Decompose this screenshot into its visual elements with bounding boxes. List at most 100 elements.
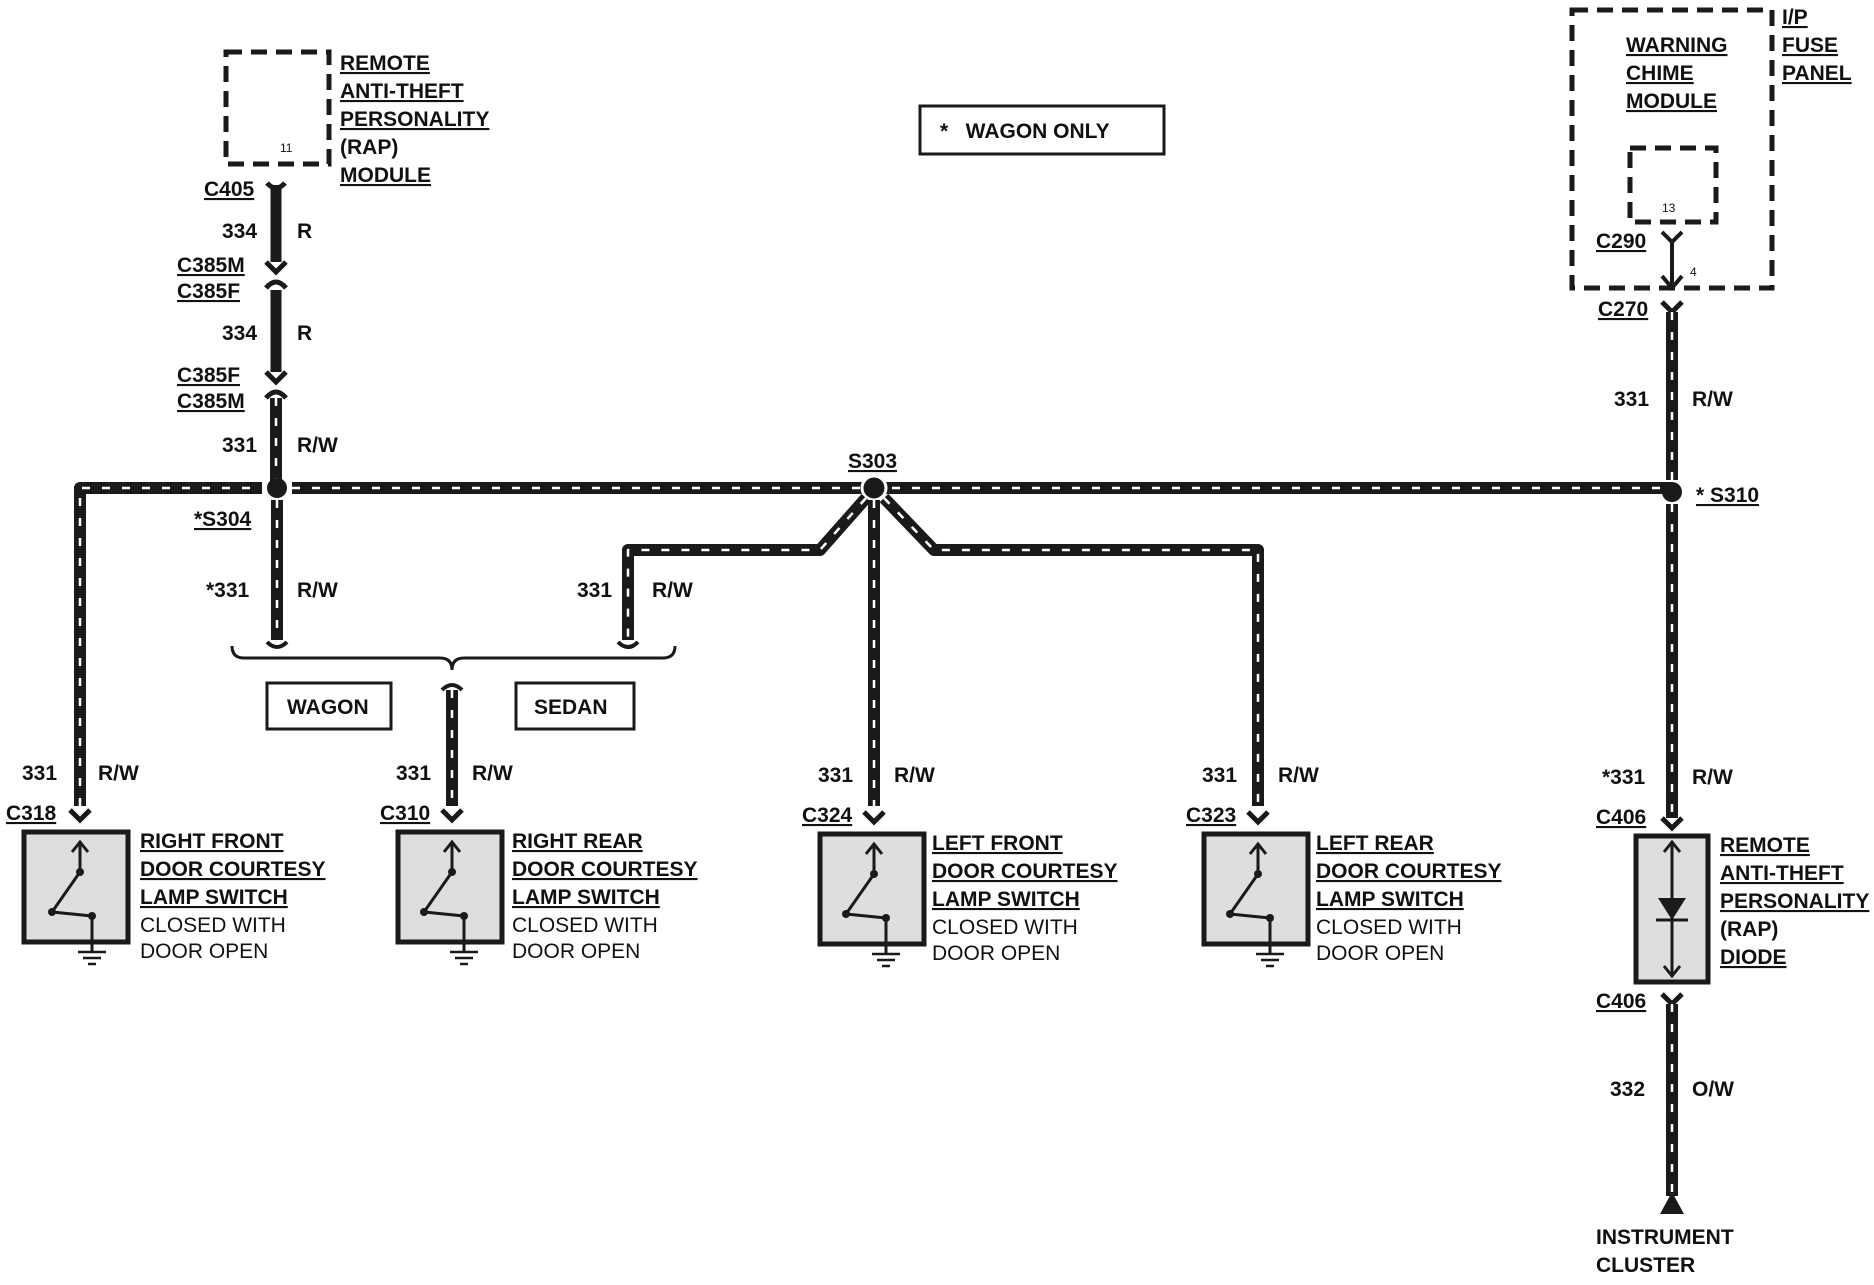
rap-wire-color-1: R bbox=[297, 220, 312, 243]
connector-brace-cup bbox=[440, 683, 464, 692]
connector-c324: C324 bbox=[802, 804, 853, 827]
fuse-panel-label-3: PANEL bbox=[1782, 62, 1852, 85]
fuse-panel-label-2: FUSE bbox=[1782, 34, 1838, 57]
switch-rf-point-2 bbox=[88, 912, 96, 920]
connector-c406-bottom: C406 bbox=[1596, 990, 1646, 1013]
wagon-branch-circuit: *331 bbox=[206, 579, 250, 602]
rap-module-label-5: MODULE bbox=[340, 164, 431, 187]
diode-in-color: R/W bbox=[1692, 766, 1733, 789]
switch-rr-box bbox=[395, 829, 505, 945]
connector-c318: C318 bbox=[6, 802, 57, 825]
connector-c385-cup-2 bbox=[264, 389, 288, 400]
switch-rr-note-2: DOOR OPEN bbox=[512, 940, 640, 963]
wagon-only-legend: * WAGON ONLY bbox=[918, 104, 1166, 156]
connector-c405-symbol bbox=[265, 181, 287, 191]
wagon-only-box bbox=[918, 104, 1166, 156]
switch-rf-title-2: DOOR COURTESY bbox=[140, 858, 326, 881]
connector-c310: C310 bbox=[380, 802, 430, 825]
rap-module: 11 REMOTE ANTI-THEFT PERSONALITY (RAP) M… bbox=[204, 49, 489, 201]
switch-rr-title-2: DOOR COURTESY bbox=[512, 858, 698, 881]
diode-label-4: (RAP) bbox=[1720, 918, 1778, 941]
arrow-pin-4 bbox=[1660, 274, 1684, 292]
connector-c385m-b: C385M bbox=[177, 390, 245, 413]
ground-icon bbox=[78, 950, 106, 966]
diode-label-1: REMOTE bbox=[1720, 834, 1810, 857]
connector-c406-bottom-symbol bbox=[1660, 992, 1684, 1008]
ground-icon bbox=[1256, 952, 1284, 968]
connector-c290: C290 bbox=[1596, 230, 1646, 253]
sedan-tag-label: SEDAN bbox=[534, 696, 608, 719]
wire-sedan bbox=[622, 494, 871, 640]
sedan-branch-circuit: 331 bbox=[577, 579, 612, 602]
switch-lr-title-1: LEFT REAR bbox=[1316, 832, 1434, 855]
chime-inner-pin: 13 bbox=[1662, 201, 1676, 215]
connector-c385-cup-1 bbox=[264, 279, 288, 290]
switch-rr-pivot bbox=[448, 868, 456, 876]
rap-wire-circuit-3: 331 bbox=[222, 434, 257, 457]
switch-rf-circuit: 331 bbox=[22, 762, 57, 785]
instrument-cluster-1: INSTRUMENT bbox=[1596, 1226, 1734, 1249]
switch-rr-point-2 bbox=[460, 912, 468, 920]
rap-module-label-4: (RAP) bbox=[340, 136, 398, 159]
chime-label-2: CHIME bbox=[1626, 62, 1694, 85]
chime-label-1: WARNING bbox=[1626, 34, 1728, 57]
wire-bus-left-stripe bbox=[78, 486, 262, 806]
rap-wire-color-2: R bbox=[297, 322, 312, 345]
connector-c405: C405 bbox=[204, 178, 255, 201]
wagon-only-text: * WAGON ONLY bbox=[940, 120, 1110, 143]
fuse-panel-label-1: I/P bbox=[1782, 6, 1808, 29]
wagon-tag-label: WAGON bbox=[287, 696, 369, 719]
connector-c323-symbol bbox=[1246, 810, 1270, 826]
wagon-tag-box bbox=[265, 681, 393, 731]
connector-c385-arrow-1 bbox=[264, 260, 288, 276]
diode-label-5: DIODE bbox=[1720, 946, 1787, 969]
diode-in-circuit: *331 bbox=[1602, 766, 1646, 789]
switch-rr-title-3: LAMP SWITCH bbox=[512, 886, 660, 909]
rap-diode-branch: *331 R/W C406 REMOTE ANTI-THEFT PERSONAL… bbox=[1596, 504, 1869, 1277]
switch-lr-note-1: CLOSED WITH bbox=[1316, 916, 1462, 939]
connector-c385-arrow-2 bbox=[264, 370, 288, 386]
switch-rr-note-1: CLOSED WITH bbox=[512, 914, 658, 937]
splice-s310-label: * S310 bbox=[1696, 484, 1759, 507]
switch-rf-pivot bbox=[76, 868, 84, 876]
fuse-panel-pin-4: 4 bbox=[1690, 265, 1697, 279]
switch-lf-title-2: DOOR COURTESY bbox=[932, 860, 1118, 883]
s303-branches bbox=[868, 493, 1264, 806]
connector-sedan-end bbox=[616, 640, 640, 649]
switch-lf-title-3: LAMP SWITCH bbox=[932, 888, 1080, 911]
switch-rf-title-1: RIGHT FRONT bbox=[140, 830, 284, 853]
main-bus: *S304 S303 * S310 bbox=[74, 450, 1759, 806]
diode-label-2: ANTI-THEFT bbox=[1720, 862, 1844, 885]
switch-lf-title-1: LEFT FRONT bbox=[932, 832, 1063, 855]
switch-lf-contact bbox=[843, 841, 888, 954]
arrow-up-icon bbox=[1660, 1192, 1684, 1214]
rap-wire: 334 R C385M C385F 334 R C385F C385M 331 … bbox=[177, 181, 338, 484]
connector-c406-top-symbol bbox=[1660, 816, 1684, 832]
diode-out-color: O/W bbox=[1692, 1078, 1734, 1101]
switch-rr-title-1: RIGHT REAR bbox=[512, 830, 643, 853]
fuse-wire-color: R/W bbox=[1692, 388, 1733, 411]
diode-out-circuit: 332 bbox=[1610, 1078, 1645, 1101]
switch-lr-color: R/W bbox=[1278, 764, 1319, 787]
connector-c385f-b: C385F bbox=[177, 364, 240, 387]
switch-rf-box bbox=[21, 829, 131, 945]
switch-lr-pivot bbox=[1254, 870, 1262, 878]
rap-module-label-2: ANTI-THEFT bbox=[340, 80, 464, 103]
fuse-panel: 13 WARNING CHIME MODULE I/P FUSE PANEL C… bbox=[1569, 6, 1852, 480]
connector-c406-top: C406 bbox=[1596, 806, 1646, 829]
switch-rf-note-2: DOOR OPEN bbox=[140, 940, 268, 963]
wagon-sedan-branches: *331 R/W 331 R/W WAGON SEDAN bbox=[206, 494, 871, 806]
switch-lf-pivot bbox=[870, 870, 878, 878]
rap-wire-circuit-1: 334 bbox=[222, 220, 257, 243]
connector-c290-symbol bbox=[1660, 230, 1684, 245]
connector-c385m-a: C385M bbox=[177, 254, 245, 277]
switch-right-rear: 331 R/W C310 RIGHT REAR DOOR COURTESY LA… bbox=[380, 762, 698, 966]
ground-icon bbox=[872, 952, 900, 968]
switch-left-rear: 331 R/W C323 LEFT REAR DOOR COURTESY LAM… bbox=[1186, 764, 1502, 968]
switch-lr-box bbox=[1201, 831, 1311, 947]
fuse-wire-circuit: 331 bbox=[1614, 388, 1649, 411]
connector-c318-symbol bbox=[68, 808, 92, 824]
splice-s310-dot bbox=[1662, 482, 1682, 502]
